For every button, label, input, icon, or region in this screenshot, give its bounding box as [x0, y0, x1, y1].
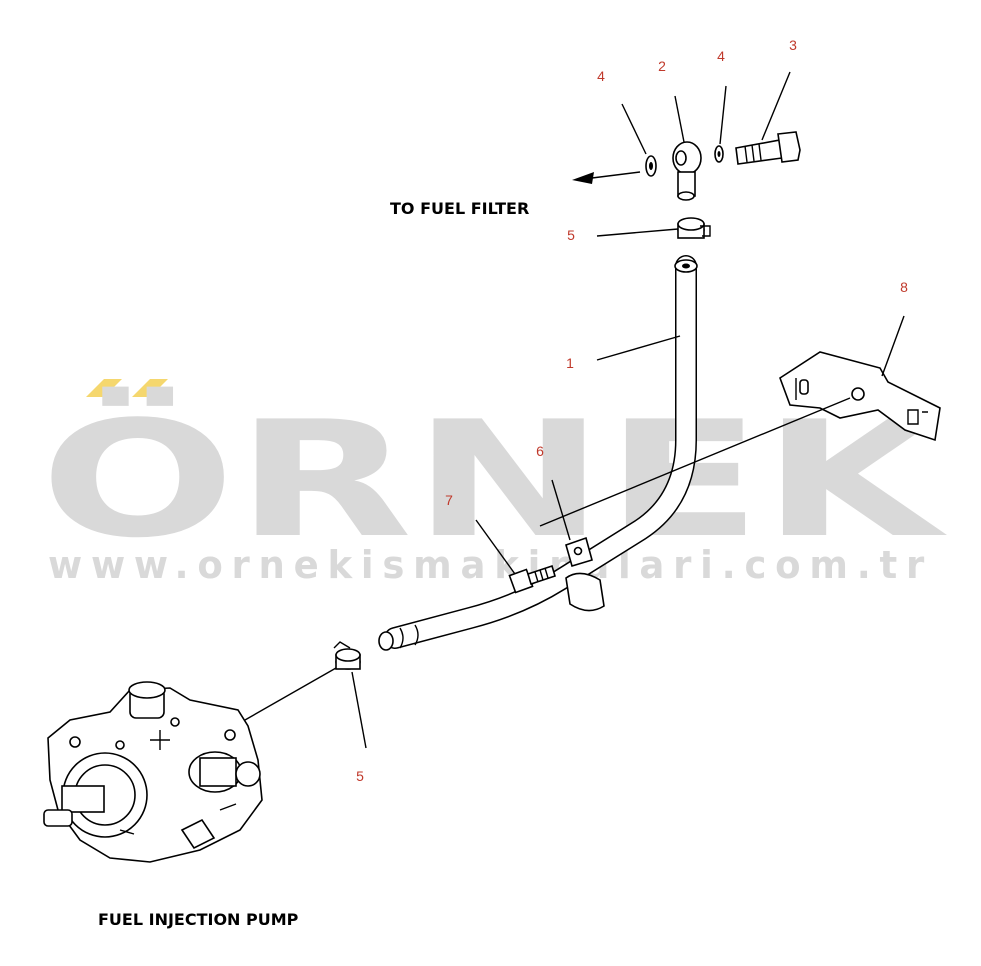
callout-4-left: 4: [597, 68, 605, 84]
watermark-url: www.ornekismakinalari.com.tr: [48, 543, 933, 587]
hose-clamp-upper: [677, 217, 711, 239]
callout-8: 8: [900, 279, 908, 295]
clamp-bolt: [508, 564, 556, 594]
washer-right-hole: [717, 151, 721, 157]
callout-5-upper: 5: [567, 227, 575, 243]
callout-6: 6: [536, 443, 544, 459]
callout-3: 3: [789, 37, 797, 53]
banjo-bolt: [735, 131, 801, 165]
callout-7: 7: [445, 492, 453, 508]
hose-clamp-lower: [333, 641, 361, 670]
mounting-bracket: [779, 351, 941, 442]
watermark-brand: ÖRNEK: [40, 385, 947, 573]
watermark-accent-right: [132, 379, 168, 397]
label-fuel-injection-pump: FUEL INJECTION PUMP: [98, 910, 299, 929]
callout-4-right: 4: [717, 48, 725, 64]
callout-2: 2: [658, 58, 666, 74]
banjo-fitting: [672, 141, 702, 201]
watermark-accent-left: [86, 379, 122, 397]
callout-5-lower: 5: [356, 768, 364, 784]
watermark: ÖRNEK www.ornekismakinalari.com.tr: [40, 379, 947, 587]
washer-left-hole: [649, 162, 653, 170]
hose-clamp-bracket: [565, 536, 605, 612]
label-to-fuel-filter: TO FUEL FILTER: [390, 199, 529, 218]
callout-1: 1: [566, 355, 574, 371]
fuel-injection-pump: [43, 681, 263, 863]
leader-lines: [244, 71, 905, 749]
